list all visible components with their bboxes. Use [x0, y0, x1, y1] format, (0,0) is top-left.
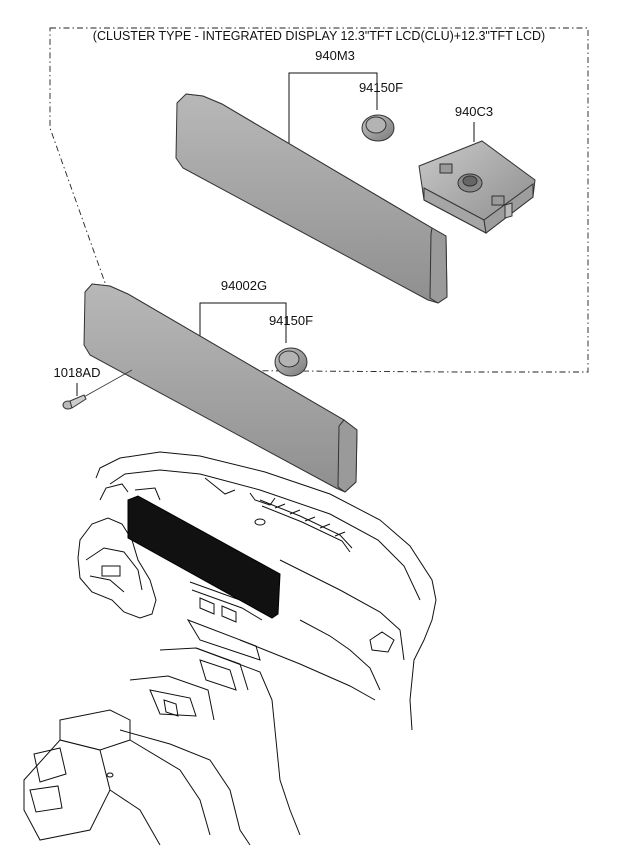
unit-940c3: [418, 140, 536, 234]
dashboard-illustration: [23, 451, 437, 846]
label-94002g: 94002G: [221, 278, 267, 293]
label-940m3: 940M3: [315, 48, 355, 63]
upper-speaker: [361, 114, 395, 142]
leader-94002g: [199, 302, 287, 343]
screw-1018ad: [62, 394, 87, 410]
upper-display-panel: [175, 93, 448, 304]
integrated-display-screen: [127, 495, 281, 619]
screw-projection: [81, 369, 133, 399]
label-1018ad: 1018AD: [54, 365, 101, 380]
label-94150f-lower: 94150F: [269, 313, 313, 328]
header-caption: (CLUSTER TYPE - INTEGRATED DISPLAY 12.3"…: [93, 29, 545, 43]
label-94150f-upper: 94150F: [359, 80, 403, 95]
lower-display-panel: [83, 283, 358, 493]
leader-940m3: [288, 72, 378, 148]
lower-speaker: [274, 347, 308, 377]
label-940c3: 940C3: [455, 104, 493, 119]
